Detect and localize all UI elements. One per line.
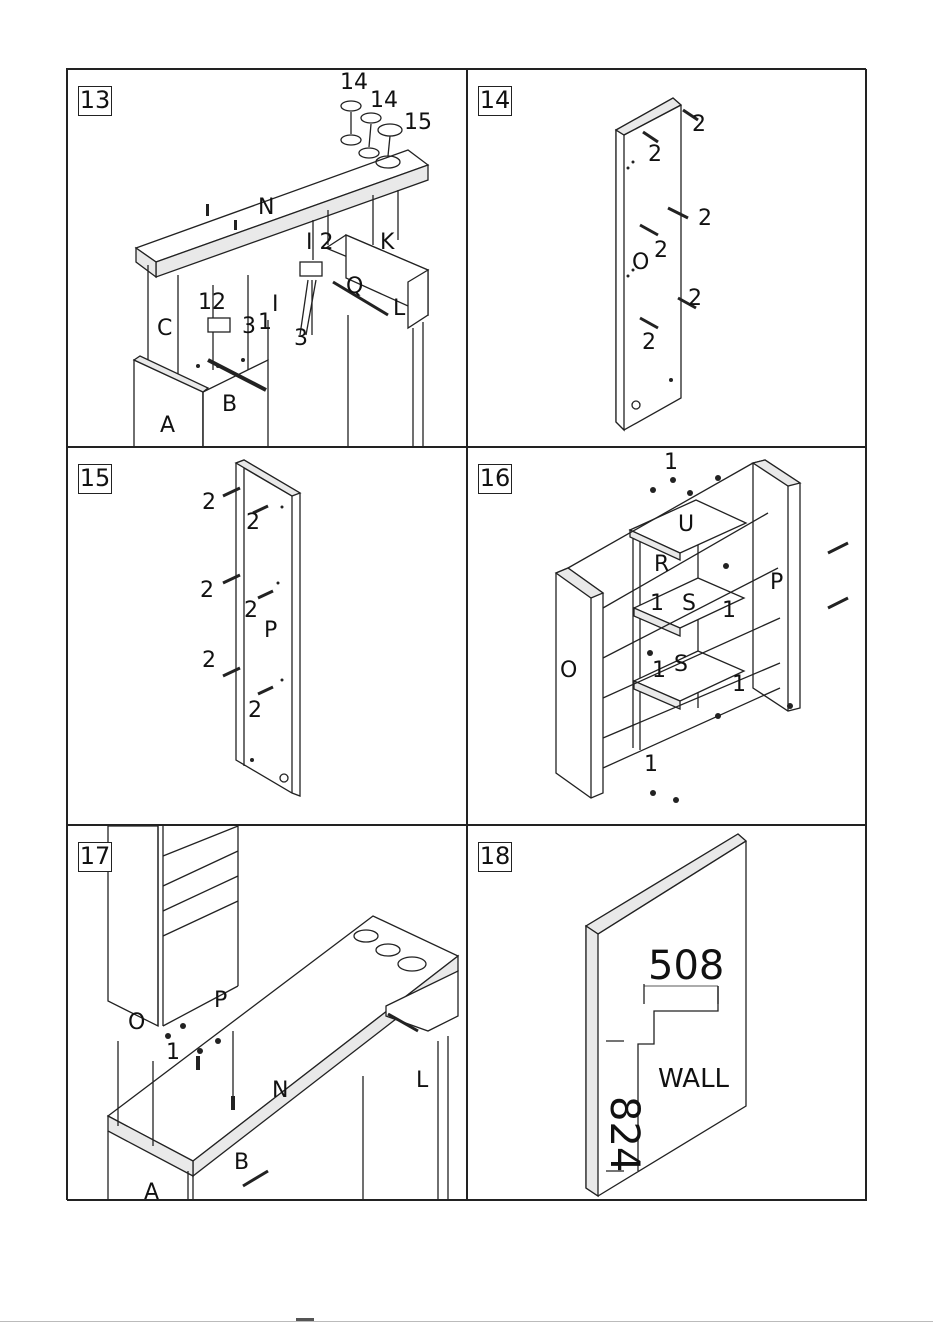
part-label: K (380, 232, 394, 254)
part-label: B (234, 1152, 249, 1174)
part-label: 2 (244, 600, 258, 622)
part-label: U (678, 514, 694, 536)
part-label: B (222, 394, 237, 416)
part-label: O (632, 252, 649, 274)
part-label: O (128, 1012, 145, 1034)
step-16-panel: 16 1 U R P O S S 1 1 1 1 1 (467, 447, 867, 825)
dowel-icon (206, 204, 209, 216)
part-label: 3 (242, 316, 256, 338)
step-17-panel: 17 O P 1 N L B A (67, 825, 467, 1201)
part-label: 2 (692, 114, 706, 136)
part-label: S (682, 593, 696, 615)
part-label: 1 (722, 600, 736, 622)
page-mark (296, 1318, 314, 1321)
part-label: 2 (688, 288, 702, 310)
part-label: 2 (698, 208, 712, 230)
step-number: 13 (78, 86, 112, 116)
part-label: 15 (404, 112, 432, 134)
instruction-sheet: 13 14 14 15 N I 2 K Q L C 12 3 1 I 3 B A (66, 68, 866, 1200)
part-label: A (160, 415, 175, 437)
part-label: 1 (664, 452, 678, 474)
part-label: I (272, 294, 279, 316)
step-18-panel: 18 508 824 WALL (467, 825, 867, 1201)
part-label: O (560, 660, 577, 682)
step-14-panel: 14 2 2 2 2 2 2 O (467, 69, 867, 447)
step-13-panel: 13 14 14 15 N I 2 K Q L C 12 3 1 I 3 B A (67, 69, 467, 447)
step-18-drawing (468, 826, 867, 1201)
part-label: Q (346, 276, 363, 298)
part-label: 1 (732, 674, 746, 696)
part-label: L (416, 1070, 428, 1092)
part-label: P (770, 572, 783, 594)
step-number: 16 (478, 464, 512, 494)
part-label: A (144, 1182, 159, 1201)
wall-label: WALL (658, 1066, 729, 1092)
step-15-panel: 15 2 2 2 2 2 2 P (67, 447, 467, 825)
part-label: C (157, 318, 172, 340)
part-label: 2 (202, 492, 216, 514)
part-label: 2 (200, 580, 214, 602)
part-label: 14 (370, 90, 398, 112)
part-label: N (272, 1080, 288, 1102)
part-label: I 2 (306, 232, 333, 254)
part-label: L (393, 298, 405, 320)
part-label: 1 (644, 754, 658, 776)
part-label: 2 (642, 332, 656, 354)
part-label: 1 (650, 593, 664, 615)
part-label: 12 (198, 292, 226, 314)
step-number: 18 (478, 842, 512, 872)
part-label: N (258, 197, 274, 219)
part-label: P (214, 990, 227, 1012)
part-label: 2 (648, 144, 662, 166)
part-label: 2 (246, 512, 260, 534)
part-label: 2 (248, 700, 262, 722)
dimension-height: 824 (604, 1096, 644, 1172)
dimension-width: 508 (648, 946, 724, 986)
part-label: 1 (166, 1042, 180, 1064)
step-number: 14 (478, 86, 512, 116)
part-label: 2 (202, 650, 216, 672)
part-label: 1 (258, 312, 272, 334)
part-label: R (654, 554, 669, 576)
part-label: S (674, 654, 688, 676)
part-label: 1 (652, 660, 666, 682)
step-number: 17 (78, 842, 112, 872)
part-label: 14 (340, 72, 368, 94)
step-16-drawing (468, 448, 867, 825)
part-label: 3 (294, 328, 308, 350)
step-number: 15 (78, 464, 112, 494)
part-label: 2 (654, 240, 668, 262)
page-edge (0, 1321, 933, 1322)
part-label: P (264, 620, 277, 642)
